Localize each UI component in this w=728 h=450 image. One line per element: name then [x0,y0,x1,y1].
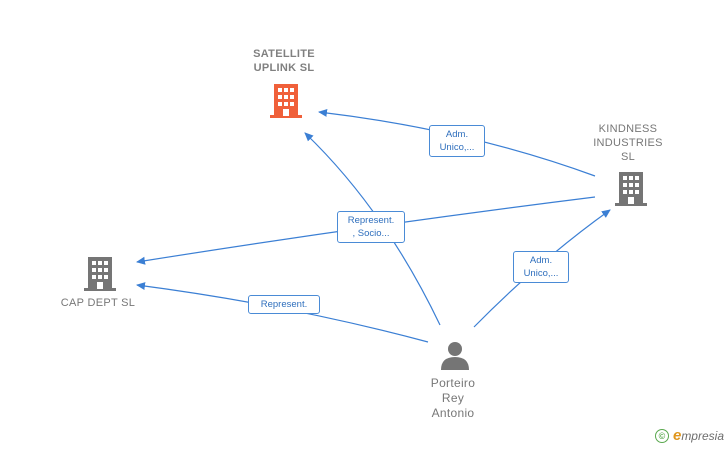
person-icon[interactable] [440,340,470,370]
node-capdept-line1: CAP DEPT SL [60,297,136,309]
node-satellite-label: SATELLITE UPLINK SL [234,47,334,75]
node-person-label: Porteiro Rey Antonio [403,376,503,421]
node-kindness-line1: KINDNESS [598,123,658,135]
building-icon[interactable] [615,172,647,206]
building-icon[interactable] [270,84,302,118]
building-icon[interactable] [84,257,116,291]
node-kindness-line2: INDUSTRIES [593,137,663,149]
edge-label-person-kindness[interactable]: Adm. Unico,... [513,251,569,283]
brand-initial: e [672,427,682,444]
brand-watermark: © empresia [654,427,724,444]
node-person-line1: Porteiro [430,376,476,390]
copyright-icon: © [654,428,669,443]
edge-label-line2: , Socio... [352,228,390,239]
node-satellite-line1: SATELLITE [253,48,315,60]
node-person-line3: Antonio [431,406,475,420]
edge-label-line1: Adm. [445,129,469,140]
brand-name: empresia [673,427,724,444]
edge-label-person-represent-socio[interactable]: Represent. , Socio... [337,211,405,243]
node-kindness-label: KINDNESS INDUSTRIES SL [578,122,678,164]
edge-label-kindness-satellite[interactable]: Adm. Unico,... [429,125,485,157]
node-person-line2: Rey [441,391,465,405]
edge-label-line2: Unico,... [523,268,559,279]
edge-label-line2: Unico,... [439,142,475,153]
edge-label-person-capdept[interactable]: Represent. [248,295,320,314]
edge-label-line1: Represent. [260,299,308,310]
node-satellite-line2: UPLINK SL [253,62,315,74]
edge-label-line1: Represent. [347,215,395,226]
node-capdept-label: CAP DEPT SL [48,296,148,310]
edge-label-line1: Adm. [529,255,553,266]
brand-rest: mpresia [681,429,724,443]
node-kindness-line3: SL [620,151,636,163]
